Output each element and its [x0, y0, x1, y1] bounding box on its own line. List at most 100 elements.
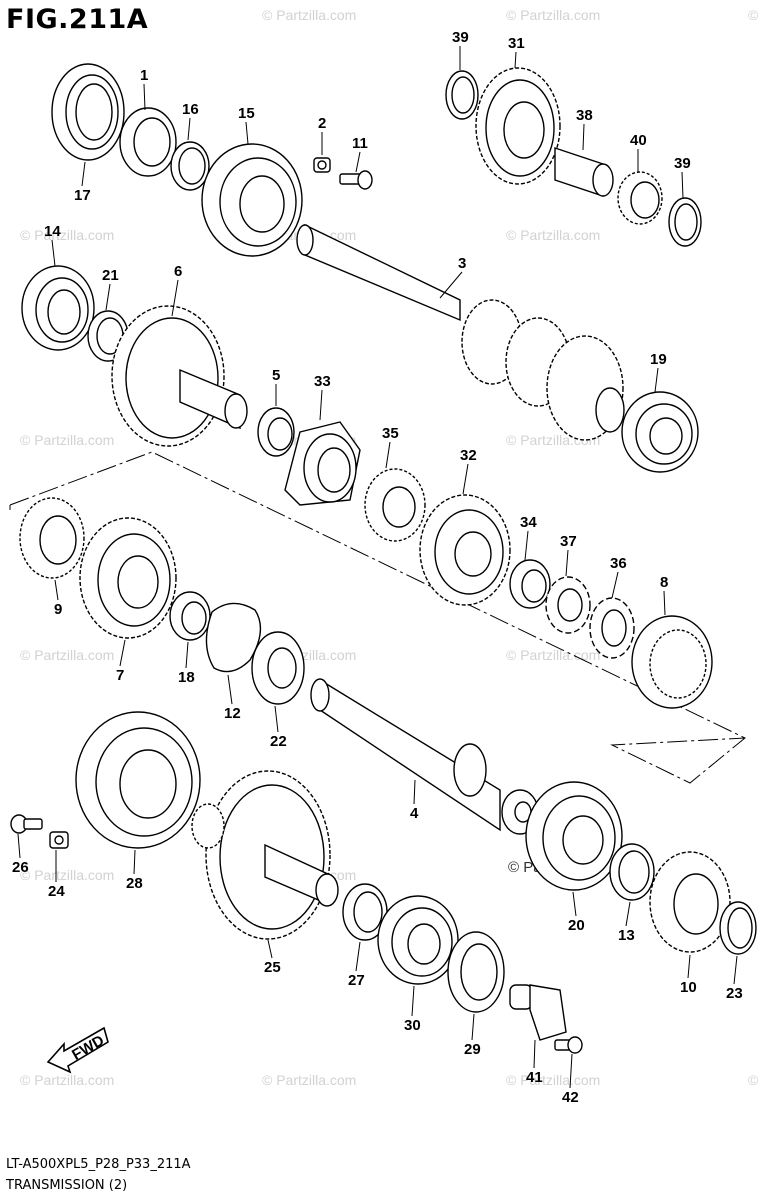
leader-12	[227, 674, 233, 705]
leader-27	[355, 941, 361, 972]
part-5-bush	[257, 407, 295, 457]
watermark-text: © Partzilla.com	[20, 1072, 114, 1088]
callout-41: 41	[526, 1069, 543, 1086]
watermark-text: © Partzilla.com	[748, 7, 759, 23]
callout-7: 7	[116, 667, 124, 684]
watermark-text: © Partzilla.com	[262, 1072, 356, 1088]
part-21-washer	[87, 310, 129, 362]
leader-25	[267, 939, 273, 959]
watermark-text: © Partzilla.com	[748, 1072, 759, 1088]
callout-numbers: 1234567891011121314151617181920212223242…	[12, 29, 743, 1106]
callout-20: 20	[568, 917, 585, 934]
callout-21: 21	[102, 267, 119, 284]
part-39-washer-right	[668, 197, 702, 247]
callout-13: 13	[618, 927, 635, 944]
callout-42: 42	[562, 1089, 579, 1106]
callout-24: 24	[48, 883, 65, 900]
part-15-bearing	[201, 143, 303, 257]
leader-9	[54, 579, 59, 601]
leader-38	[582, 123, 585, 151]
figure-title: FIG.211A	[6, 4, 149, 35]
callout-25: 25	[264, 959, 281, 976]
leader-35	[385, 441, 391, 469]
part-41-speed-sensor	[509, 984, 567, 1041]
part-36-lock-washer	[589, 597, 635, 659]
part-23-circlip	[719, 901, 757, 955]
part-22-washer	[251, 631, 305, 705]
part-40-needle-bearing	[617, 171, 663, 225]
callout-26: 26	[12, 859, 29, 876]
part-35-gear	[364, 468, 426, 542]
callout-39a: 39	[452, 29, 469, 46]
callout-23: 23	[726, 985, 743, 1002]
leader-30	[411, 985, 415, 1017]
callout-36: 36	[610, 555, 627, 572]
callout-31: 31	[508, 35, 525, 52]
part-26-bolt	[10, 814, 43, 834]
callout-34: 34	[520, 514, 537, 531]
leader-10	[687, 954, 691, 979]
leader-34	[524, 530, 529, 561]
part-42-bolt	[554, 1036, 583, 1054]
part-27-washer	[342, 883, 388, 941]
part-28-bearing	[75, 711, 201, 849]
leader-14	[51, 239, 56, 267]
leader-22	[274, 705, 279, 733]
watermark-text: © Partzilla.com	[506, 227, 600, 243]
leader-1	[143, 83, 146, 111]
callout-27: 27	[348, 972, 365, 989]
callout-30: 30	[404, 1017, 421, 1034]
watermark-text: © Partzilla.com	[20, 867, 114, 883]
callout-35: 35	[382, 425, 399, 442]
watermark-text: © Partzilla.com	[20, 227, 114, 243]
watermark-text: © Partzilla.com	[506, 7, 600, 23]
callout-33: 33	[314, 373, 331, 390]
callout-12: 12	[224, 705, 241, 722]
leader-20	[572, 891, 577, 917]
part-7-gear	[79, 517, 177, 639]
callout-22: 22	[270, 733, 287, 750]
leader-lines	[17, 46, 738, 1089]
part-19-bearing	[621, 391, 699, 473]
part-3-shaft	[296, 223, 625, 441]
callout-28: 28	[126, 875, 143, 892]
part-37-lock-washer	[545, 576, 591, 634]
callout-19: 19	[650, 351, 667, 368]
watermark-text: © Partzilla.com	[262, 7, 356, 23]
callout-37: 37	[560, 533, 577, 550]
leader-36	[611, 571, 619, 599]
part-2-washer	[313, 157, 331, 173]
part-6-gear	[111, 305, 248, 447]
part-34-bush	[509, 559, 551, 609]
part-8-gear	[631, 615, 713, 709]
callout-1: 1	[140, 67, 148, 84]
watermark-text: © Partzilla.com	[506, 647, 600, 663]
leader-13	[625, 901, 631, 927]
watermark-text: © Partzilla.com	[20, 432, 114, 448]
part-32-gear	[419, 494, 511, 606]
callout-10: 10	[680, 979, 697, 996]
part-31-gear	[475, 67, 561, 185]
leader-41	[533, 1039, 536, 1069]
watermark-text: © Partzilla.com	[506, 1072, 600, 1088]
part-1-bush	[119, 107, 177, 177]
part-39-washer-top	[445, 70, 479, 120]
leader-31	[514, 51, 517, 69]
leader-42	[569, 1053, 573, 1089]
part-33-shift-fork	[284, 421, 361, 506]
leader-28	[133, 849, 136, 875]
figure-caption: TRANSMISSION (2)	[6, 1178, 128, 1193]
part-12-circlip	[205, 602, 262, 673]
callout-18: 18	[178, 669, 195, 686]
callout-32: 32	[460, 447, 477, 464]
leader-37	[565, 549, 569, 577]
callout-39b: 39	[674, 155, 691, 172]
callout-2: 2	[318, 115, 326, 132]
callout-38: 38	[576, 107, 593, 124]
part-30-bearing	[377, 895, 459, 985]
part-29-oil-seal	[447, 931, 505, 1013]
callout-11: 11	[352, 135, 368, 152]
leader-18	[185, 641, 189, 669]
callout-16: 16	[182, 101, 199, 118]
watermark-text: © Partzilla.com	[20, 647, 114, 663]
